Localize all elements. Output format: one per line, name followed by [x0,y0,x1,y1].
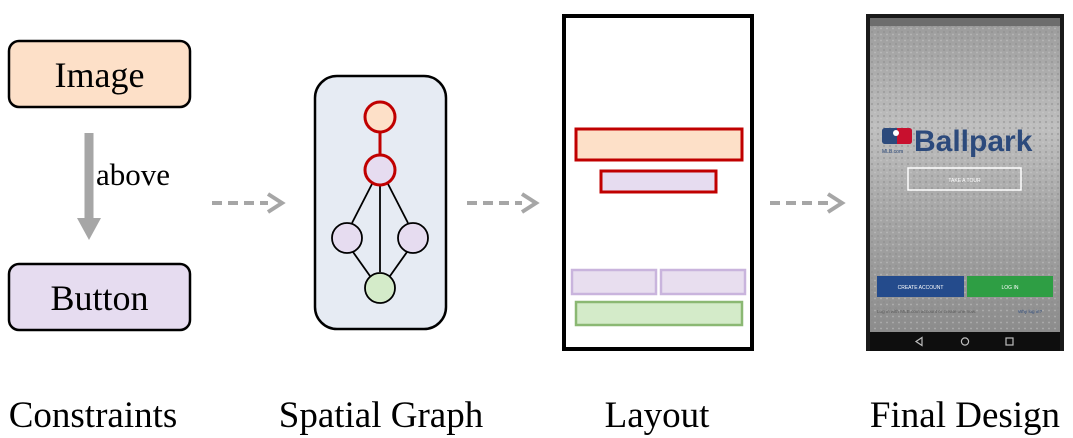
layout-image-box [574,127,744,162]
above-relation-label: above [96,157,170,192]
layout-stage [562,14,754,351]
log-in-button[interactable] [967,276,1053,297]
graph-node-button [363,153,397,187]
stage-arrow-3 [770,192,846,214]
take-a-tour-label: TAKE A TOUR [948,178,981,184]
image-constraint-node [7,39,192,109]
layout-button-box [599,169,718,194]
layout-right-box [659,268,747,296]
home-icon[interactable] [960,337,970,346]
graph-node-right [397,222,429,254]
layout-left-box [570,268,658,296]
graph-node-image [363,100,397,134]
recents-icon[interactable] [1005,337,1014,346]
back-icon[interactable] [914,336,923,347]
status-bar [870,18,1060,26]
log-in-label: LOG IN [1002,285,1019,291]
constraints-stage: Image above Button [7,39,192,332]
create-account-button[interactable] [877,276,964,297]
login-footer-text: Log in with MLB.com account or create on… [877,309,976,314]
graph-edge [389,251,408,277]
why-log-in-link[interactable]: Why log in? [1018,309,1042,314]
caption-spatial-graph: Spatial Graph [279,395,484,436]
button-constraint-node [7,262,192,332]
graph-node-left [331,222,363,254]
image-constraint-label: Image [55,55,145,95]
final-design-stage: MLB.com Ballpark TAKE A TOUR CREATE ACCO… [866,14,1064,351]
layout-bottom-box [574,300,744,327]
stage-arrow-2 [467,192,540,214]
caption-constraints: Constraints [9,395,178,436]
button-constraint-label: Button [50,278,148,318]
stage-arrow-1 [212,192,286,214]
graph-edge [387,183,409,224]
take-a-tour-button[interactable] [907,167,1022,191]
above-arrow [77,133,101,240]
create-account-label: CREATE ACCOUNT [898,285,944,291]
caption-layout: Layout [605,395,711,436]
ballpark-logo-text: Ballpark [914,125,1033,158]
android-nav-bar [870,332,1060,351]
logo-badge-text: MLB.com [882,149,903,155]
caption-final-design: Final Design [870,395,1060,436]
graph-edge [352,251,371,277]
mlb-logo-icon [882,128,912,144]
graph-node-bottom [364,272,396,304]
spatial-graph-stage [313,74,448,331]
graph-edge [351,183,373,224]
